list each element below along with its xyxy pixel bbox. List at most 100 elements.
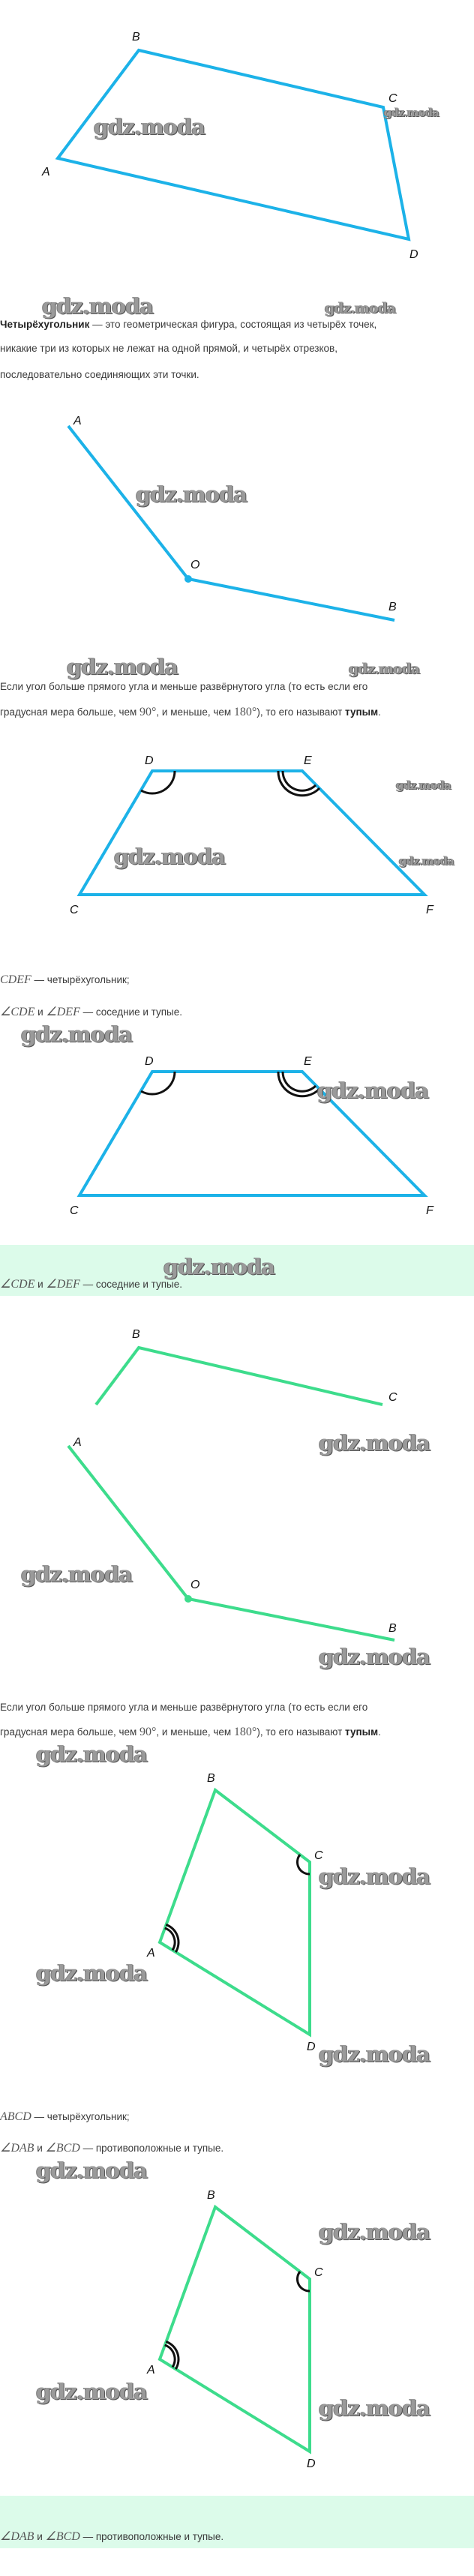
text: и	[34, 2143, 46, 2154]
watermark: gdz.moda	[319, 2395, 430, 2421]
vertex-label-b: B	[388, 601, 397, 613]
math-angle-bcd: ∠BCD	[45, 2142, 80, 2155]
watermark: gdz.moda	[36, 2158, 148, 2183]
quadrilateral-outline	[158, 1787, 311, 2038]
math-cdef: CDEF	[0, 973, 32, 986]
quadrilateral-outline	[158, 2204, 311, 2455]
math-angle-cde: ∠CDE	[0, 1278, 35, 1291]
vertex-label-o: O	[190, 1579, 200, 1591]
text: ), то его называют	[256, 706, 346, 718]
watermark: gdz.moda	[399, 854, 454, 868]
cdef-statement: CDEF — четырёхугольник;	[0, 973, 130, 987]
vertex-label-a: A	[146, 1947, 155, 1960]
angle-arc-a-inner	[164, 2344, 176, 2368]
vertex-label-f: F	[426, 904, 434, 916]
math-angle-dab: ∠DAB	[0, 2142, 34, 2155]
watermark: gdz.moda	[67, 654, 178, 679]
watermark: gdz.moda	[21, 1021, 133, 1047]
angle-arc-d	[140, 770, 176, 795]
angle-arc-a-outer	[165, 2340, 180, 2370]
math-angle-bcd: ∠BCD	[45, 2530, 80, 2543]
obtuse-definition-line-1: Если угол больше прямого угла и меньше р…	[0, 681, 368, 692]
angle-arc-c	[296, 2271, 310, 2293]
degree-90: 90°	[140, 706, 157, 718]
text: градусная мера больше, чем	[0, 1726, 140, 1738]
vertex-label-e: E	[304, 1055, 312, 1068]
angle-arc-d	[140, 1071, 176, 1096]
text: — соседние и тупые.	[80, 1279, 182, 1290]
watermark: gdz.moda	[42, 293, 154, 319]
text: и	[34, 1279, 46, 1290]
definition-text: — это геометрическая фигура, состоящая и…	[89, 319, 377, 330]
watermark: gdz.moda	[94, 114, 206, 139]
vertex-label-e: E	[304, 754, 312, 767]
vertex-label-o: O	[190, 559, 200, 571]
watermark: gdz.moda	[36, 2379, 148, 2404]
answer-abcd-angles: ∠DAB и ∠BCD — противоположные и тупые.	[0, 2530, 224, 2544]
vertex-label-f: F	[426, 1204, 434, 1217]
vertex-label-b: B	[132, 31, 140, 43]
angle-arc-e-outer	[277, 770, 321, 797]
text: и	[34, 1006, 46, 1018]
angle-arc-e-outer	[277, 1071, 321, 1098]
definition-line-2: никакие три из которых не лежат на одной…	[0, 343, 338, 354]
watermark: gdz.moda	[136, 481, 248, 507]
angle-arc-e-inner	[281, 770, 317, 792]
watermark: gdz.moda	[164, 1254, 275, 1279]
vertex-label-b: B	[207, 1772, 215, 1785]
vertex-label-d: D	[145, 754, 154, 767]
angle-arc-a-inner	[164, 1927, 176, 1951]
watermark: gdz.moda	[36, 1741, 148, 1767]
text: .	[378, 706, 381, 718]
term-quadrilateral: Четырёхугольник	[0, 319, 90, 330]
vertex-label-d: D	[307, 2458, 316, 2470]
vertex-label-d: D	[145, 1055, 154, 1068]
text: — четырёхугольник;	[31, 974, 130, 985]
vertex-label-d: D	[410, 248, 418, 261]
text: .	[378, 1726, 381, 1738]
vertex-label-c: C	[70, 904, 79, 916]
figure-trapezoid-cdef-answer: D E C F	[70, 1055, 434, 1217]
definition-line-1: Четырёхугольник — это геометрическая фиг…	[0, 318, 376, 331]
vertex-label-b2: B	[388, 1622, 397, 1635]
definition-line-3: последовательно соединяющих эти точки.	[0, 369, 200, 380]
math-abcd: ABCD	[0, 2110, 32, 2123]
watermark: gdz.moda	[319, 1864, 430, 1889]
vertex-point-o	[184, 1595, 192, 1603]
angle-rays	[67, 1444, 395, 1642]
abcd-statement: ABCD — четырёхугольник;	[0, 2110, 130, 2124]
angle-rays	[67, 424, 395, 622]
watermark: gdz.moda	[114, 844, 226, 869]
figure-angle-aob: A O B	[67, 415, 397, 622]
degree-180: 180°	[233, 706, 257, 718]
text: градусная мера больше, чем	[0, 706, 140, 718]
vertex-label-c: C	[388, 92, 398, 105]
degree-90: 90°	[140, 1726, 157, 1738]
watermark: gdz.moda	[317, 1078, 429, 1103]
math-angle-def: ∠DEF	[46, 1278, 80, 1291]
math-angle-def: ∠DEF	[46, 1006, 80, 1018]
degree-180: 180°	[233, 1726, 257, 1738]
broken-line-abc	[94, 1345, 383, 1406]
angle-arc-a-outer	[165, 1923, 180, 1953]
vertex-label-a: A	[146, 2364, 155, 2377]
cdef-angles-statement: ∠CDE и ∠DEF — соседние и тупые.	[0, 1006, 182, 1019]
text: и	[34, 2531, 46, 2542]
text: , и меньше, чем	[156, 1726, 234, 1738]
abcd-angles-statement: ∠DAB и ∠BCD — противоположные и тупые.	[0, 2142, 224, 2155]
text: — противоположные и тупые.	[80, 2143, 224, 2154]
watermark: gdz.moda	[36, 1960, 148, 1986]
term-obtuse: тупым	[345, 706, 379, 718]
math-angle-cde: ∠CDE	[0, 1006, 35, 1018]
text: — соседние и тупые.	[80, 1006, 182, 1018]
watermark: gdz.moda	[325, 300, 396, 316]
answer-highlight-1	[0, 1245, 474, 1296]
angle-arc-c	[296, 1854, 310, 1876]
text: — четырёхугольник;	[31, 2111, 130, 2122]
text: — противоположные и тупые.	[80, 2531, 224, 2542]
answer-highlight-2	[0, 2496, 474, 2548]
watermark: gdz.moda	[21, 1561, 133, 1587]
text: ), то его называют	[256, 1726, 346, 1738]
figure-quadrilateral-abcd: A B C D	[41, 31, 418, 261]
